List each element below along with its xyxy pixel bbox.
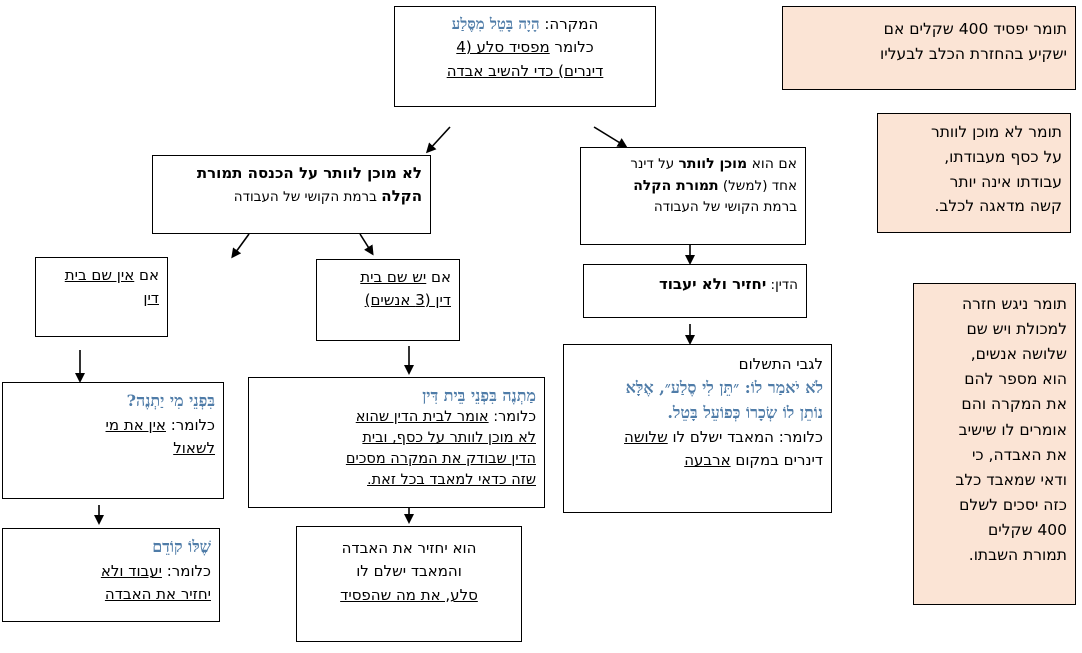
no-court-box: אם אין שם בית דין bbox=[35, 257, 168, 337]
shelo-u1: יעבוד ולא bbox=[100, 561, 162, 580]
shelo-quote: שֶׁלּוֹ קוֹדֵם bbox=[152, 537, 211, 556]
not-willing-box: לא מוכן לוותר על הכנסה תמורת הקלה ברמת ה… bbox=[152, 155, 431, 234]
side2-l4: קשה מדאגה לכלב. bbox=[934, 197, 1062, 216]
payment-l4-u: שלושה bbox=[624, 427, 668, 446]
case-line2: מפסיד סלע (4 bbox=[456, 38, 550, 57]
bifnei-prefix: כלומר: bbox=[165, 415, 215, 434]
case-quote: הָיָה בָּטֵל מִסֶּלַע bbox=[451, 15, 540, 33]
side3-l8: ודאי שמאבד כלב bbox=[955, 470, 1067, 489]
yachzir-l2: והמאבד ישלם לו bbox=[356, 562, 462, 581]
yes-court-u2: דין (3 אנשים) bbox=[364, 291, 451, 310]
side3-l9: כזה יסכים לשלם bbox=[959, 495, 1067, 514]
willing-t2: על דינר bbox=[630, 156, 679, 172]
matneh-u2: לא מוכן לוותר על כסף, ובית bbox=[362, 430, 536, 447]
shelo-box: שֶׁלּוֹ קוֹדֵם כלומר: יעבוד ולא יחזיר את… bbox=[2, 528, 220, 622]
side3-l3: שלושה אנשים, bbox=[970, 345, 1067, 364]
payment-l5-prefix: דינרים במקום bbox=[730, 451, 823, 470]
din-prefix: הדין: bbox=[766, 277, 798, 293]
willing-b2: תמורת הקלה bbox=[633, 177, 719, 194]
side2-l1: תומר לא מוכן לוותר bbox=[930, 123, 1062, 141]
side2-l2: על כסף מעבודתו, bbox=[944, 147, 1062, 166]
side1-l2: ישקיע בהחזרת הכלב לבעליו bbox=[880, 44, 1067, 63]
yes-court-box: אם יש שם בית דין (3 אנשים) bbox=[316, 259, 460, 341]
yachzir-box: הוא יחזיר את האבדה והמאבד ישלם לו סלע, א… bbox=[296, 526, 522, 642]
case-box: המקרה: הָיָה בָּטֵל מִסֶּלַע כלומר מפסיד… bbox=[394, 6, 656, 107]
yachzir-l3: סלע, את מה שהפסיד bbox=[340, 585, 478, 604]
side1-l1: תומר יפסיד 400 שקלים אם bbox=[883, 20, 1067, 38]
side3-l7: את האבדה, כי bbox=[971, 445, 1067, 464]
case-prefix: המקרה: bbox=[539, 15, 599, 33]
arrow-left-to-nocourt bbox=[231, 233, 250, 259]
case-line3: דינרים) כדי להשיב אבדה bbox=[446, 61, 604, 80]
arrow-top-to-right bbox=[593, 126, 628, 148]
side3-l5: את המקרה והם bbox=[961, 395, 1067, 414]
willing-b1: מוכן לוותר bbox=[678, 156, 748, 172]
payment-l4-prefix: כלומר: המאבד ישלם לו bbox=[667, 427, 823, 446]
not-willing-bold2: הקלה bbox=[381, 187, 422, 206]
bifnei-u2: לשאול bbox=[173, 439, 215, 458]
willing-box: אם הוא מוכן לוותר על דינר אחד (למשל) תמו… bbox=[580, 147, 806, 245]
side3-l4: הוא מספר להם bbox=[964, 370, 1067, 389]
bifnei-quote: בִּפְנֵי מִי יַתְנֶה? bbox=[126, 391, 215, 410]
bifnei-box: בִּפְנֵי מִי יַתְנֶה? כלומר: אין את מי ל… bbox=[2, 382, 224, 499]
matneh-quote: מַתְנֶה בִּפְנֵי בֵּית דִּין bbox=[422, 386, 536, 405]
matneh-box: מַתְנֶה בִּפְנֵי בֵּית דִּין כלומר: אומר… bbox=[248, 377, 545, 508]
willing-t3: אחד (למשל) bbox=[718, 177, 797, 194]
din-box: הדין: יחזיר ולא יעבוד bbox=[583, 264, 807, 318]
yes-court-u: יש שם בית bbox=[360, 268, 427, 286]
willing-t1: אם הוא bbox=[747, 156, 797, 172]
matneh-u1: אומר לבית הדין שהוא bbox=[355, 409, 489, 426]
yachzir-l1: הוא יחזיר את האבדה bbox=[341, 539, 477, 557]
side-box-2: תומר לא מוכן לוותר על כסף מעבודתו, עבודת… bbox=[877, 113, 1071, 233]
side3-l1: תומר ניגש חזרה bbox=[962, 295, 1067, 313]
side3-l10: 400 שקלים bbox=[987, 520, 1067, 539]
side-box-3: תומר ניגש חזרה למכולת ויש שם שלושה אנשים… bbox=[913, 283, 1076, 605]
side3-l6: אומרים לו שישיב bbox=[958, 420, 1067, 439]
side-box-1: תומר יפסיד 400 שקלים אם ישקיע בהחזרת הכל… bbox=[782, 6, 1076, 90]
bifnei-u1: אין את מי bbox=[105, 415, 166, 434]
side3-l2: למכולת ויש שם bbox=[966, 320, 1067, 339]
willing-t4: ברמת הקושי של העבודה bbox=[653, 199, 797, 216]
din-bold: יחזיר ולא יעבוד bbox=[658, 275, 767, 293]
arrow-left-to-yescourt bbox=[359, 233, 374, 256]
shelo-prefix: כלומר: bbox=[161, 561, 211, 580]
shelo-u2: יחזיר את האבדה bbox=[104, 585, 211, 604]
matneh-u3: הדין שבודק את המקרה מסכים bbox=[345, 451, 536, 468]
payment-l5-u: ארבעה bbox=[684, 451, 731, 470]
payment-title: לגבי התשלום bbox=[738, 355, 823, 373]
not-willing-rest: ברמת הקושי של העבודה bbox=[233, 189, 382, 206]
matneh-prefix: כלומר: bbox=[488, 409, 536, 426]
no-court-prefix: אם bbox=[134, 266, 159, 284]
not-willing-bold: לא מוכן לוותר על הכנסה תמורת bbox=[196, 164, 422, 182]
matneh-u4: שזה כדאי למאבד בכל זאת. bbox=[367, 472, 536, 489]
no-court-u2: דין bbox=[143, 289, 159, 308]
payment-quote-1: לֹא יֹאמַר לוֹ: ״תֵּן לִי סֶלַע״, אֶלָּא bbox=[625, 378, 823, 398]
no-court-u: אין שם בית bbox=[64, 266, 135, 284]
side3-l11: תמורת השבתו. bbox=[968, 546, 1067, 565]
yes-court-prefix: אם bbox=[426, 268, 451, 286]
arrow-top-to-left bbox=[425, 126, 451, 154]
case-line2-prefix: כלומר bbox=[549, 38, 594, 57]
payment-box: לגבי התשלום לֹא יֹאמַר לוֹ: ״תֵּן לִי סֶ… bbox=[563, 344, 832, 513]
payment-quote-2: נוֹתֵן לוֹ שְׂכָרוֹ כְּפוֹעֵל בָּטֵל. bbox=[667, 403, 823, 423]
side2-l3: עבודתו אינה יותר bbox=[949, 172, 1062, 191]
